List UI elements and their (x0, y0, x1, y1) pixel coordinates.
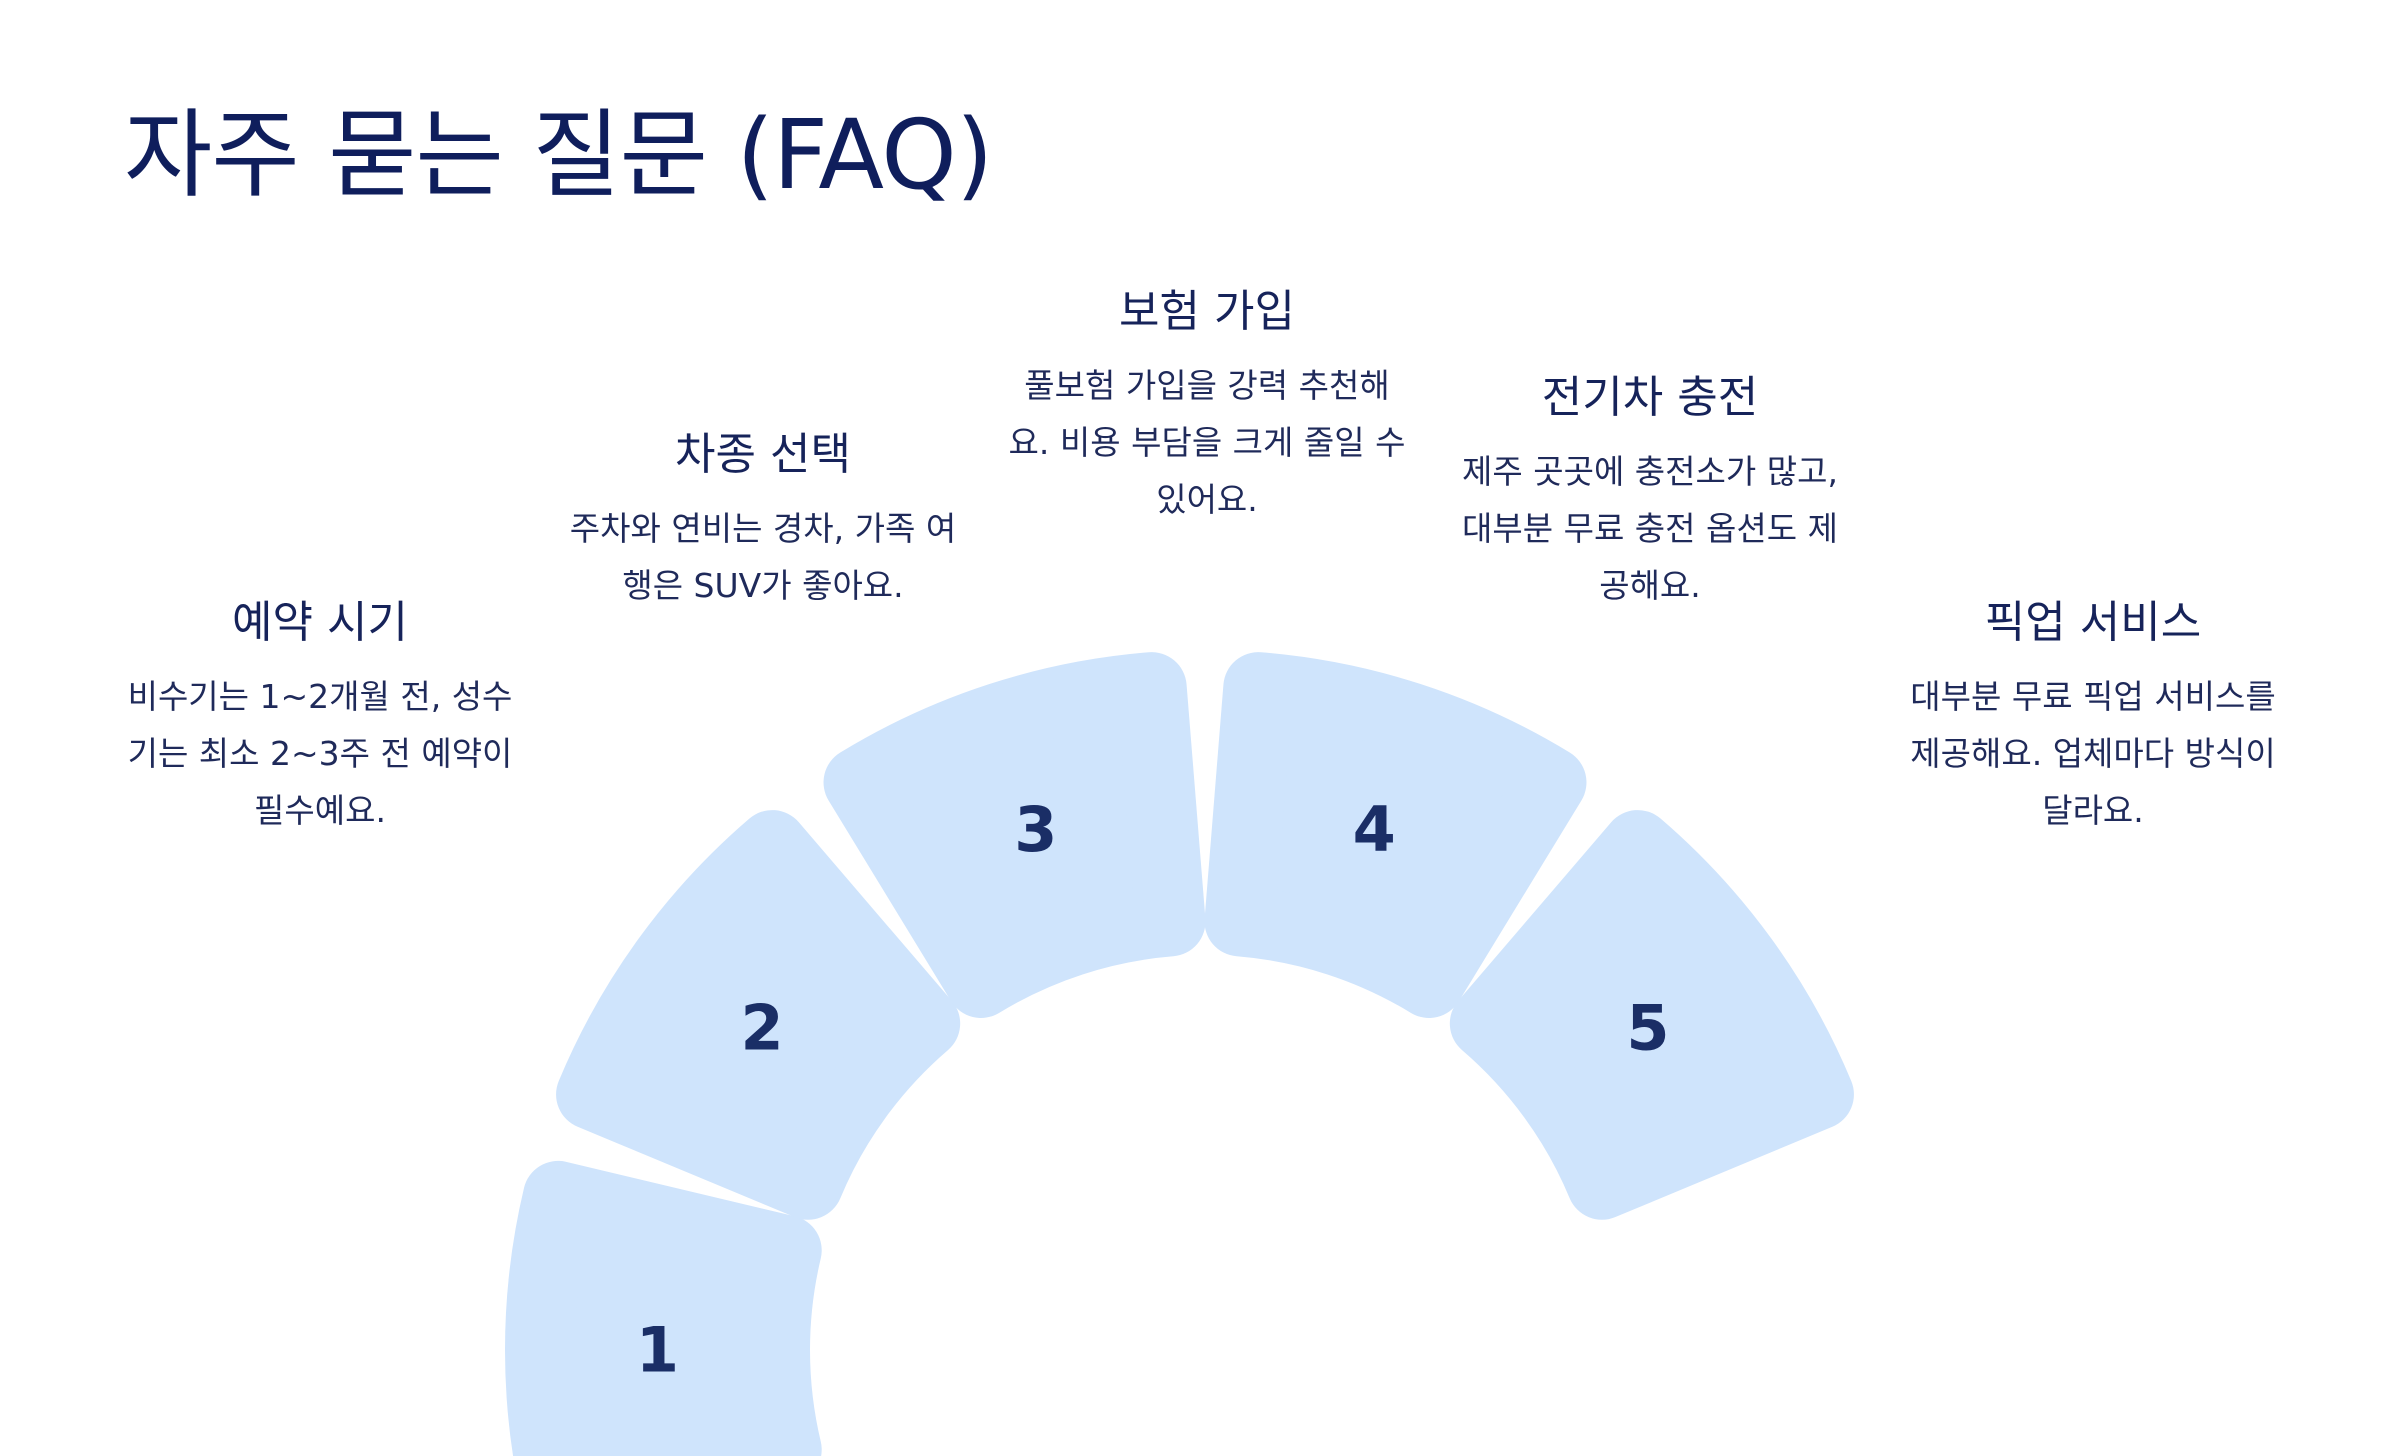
arc-segment-5-shape (1449, 810, 1854, 1220)
arc-segment-2-number: 2 (740, 992, 783, 1065)
faq-item-vehicle-choice: 차종 선택 주차와 연비는 경차, 가족 여행은 SUV가 좋아요. (543, 426, 983, 615)
arc-segment-4-number: 4 (1353, 793, 1396, 866)
faq-item-description: 풀보험 가입을 강력 추천해요. 비용 부담을 크게 줄일 수 있어요. (1008, 366, 1406, 519)
arc-segment-2: 2 (556, 810, 961, 1220)
arc-segment-1-number: 1 (636, 1314, 679, 1387)
faq-item-title: 보험 가입 (1119, 286, 1295, 337)
arc-segment-4-shape (1204, 652, 1587, 1018)
arc-segment-1: 1 (505, 1160, 822, 1456)
faq-item-title: 전기차 충전 (1541, 372, 1759, 423)
faq-item-insurance: 보험 가입 풀보험 가입을 강력 추천해요. 비용 부담을 크게 줄일 수 있어… (987, 283, 1427, 528)
arc-segment-3-number: 3 (1014, 793, 1057, 866)
faq-item-booking-timing: 예약 시기 비수기는 1~2개월 전, 성수기는 최소 2~3주 전 예약이 필… (100, 594, 540, 839)
arc-segment-2-shape (556, 810, 961, 1220)
faq-item-pickup-service: 픽업 서비스 대부분 무료 픽업 서비스를 제공해요. 업체마다 방식이 달라요… (1873, 594, 2313, 839)
faq-item-title: 예약 시기 (232, 597, 408, 648)
faq-item-title: 차종 선택 (675, 429, 851, 480)
faq-item-description: 주차와 연비는 경차, 가족 여행은 SUV가 좋아요. (569, 509, 957, 605)
arc-segment-5: 5 (1449, 810, 1854, 1220)
arc-segment-5-number: 5 (1626, 992, 1669, 1065)
faq-item-description: 비수기는 1~2개월 전, 성수기는 최소 2~3주 전 예약이 필수예요. (127, 677, 513, 830)
arc-segment-3-shape (823, 652, 1206, 1018)
page-title: 자주 묻는 질문 (FAQ) (124, 99, 993, 211)
faq-item-description: 제주 곳곳에 충전소가 많고, 대부분 무료 충전 옵션도 제공해요. (1462, 452, 1838, 605)
faq-item-ev-charging: 전기차 충전 제주 곳곳에 충전소가 많고, 대부분 무료 충전 옵션도 제공해… (1430, 369, 1870, 614)
arc-segment-1-shape (505, 1160, 822, 1456)
arc-segment-3: 3 (823, 652, 1206, 1018)
faq-item-title: 픽업 서비스 (1984, 597, 2202, 648)
faq-item-description: 대부분 무료 픽업 서비스를 제공해요. 업체마다 방식이 달라요. (1910, 677, 2276, 830)
arc-segment-4: 4 (1204, 652, 1587, 1018)
